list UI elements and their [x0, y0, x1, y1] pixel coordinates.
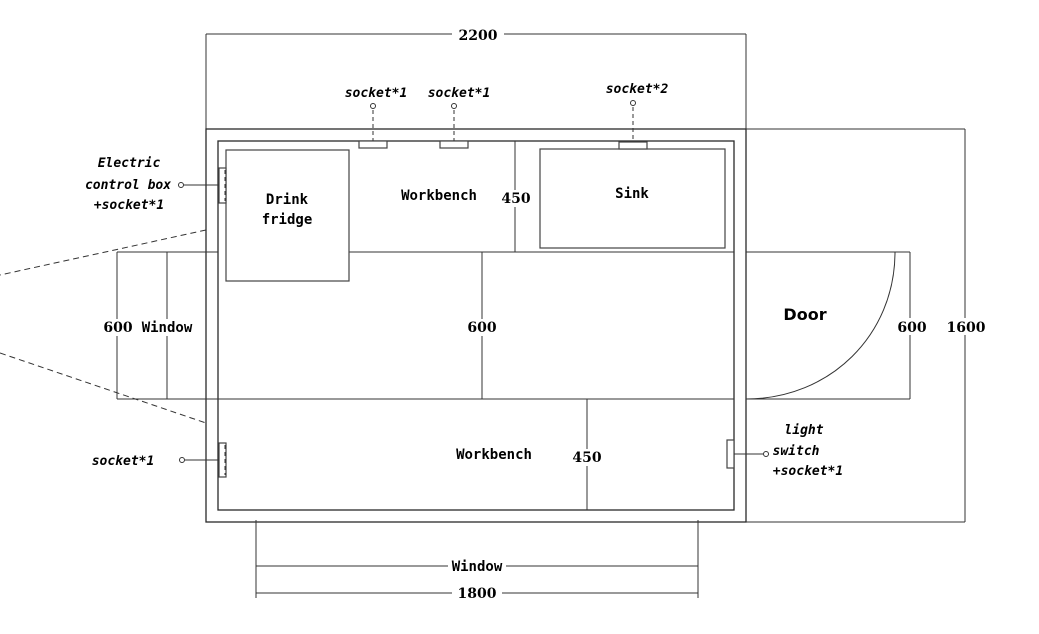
socket-marker-icon [370, 103, 376, 109]
sink: Sink [539, 148, 726, 249]
dimension-top-workbench: 450 [500, 141, 532, 252]
socket-marker-icon [451, 103, 457, 109]
switch-marker-icon [763, 451, 769, 457]
door-label: Door [783, 305, 826, 324]
dimension-overall-width: 2200 [205, 26, 747, 129]
dimension-aisle: 600 [467, 252, 499, 399]
socket-top-2-label: socket*1 [428, 86, 491, 101]
dimension-label-door-600: 600 [897, 320, 926, 336]
sink-label: Sink [615, 186, 649, 202]
light-switch-label-3: +socket*1 [773, 464, 843, 479]
dimension-label-aisle-600: 600 [467, 320, 496, 336]
socket-sink: socket*2 [606, 82, 669, 150]
workbench-bottom-label: Workbench [456, 447, 532, 463]
inner-wall [217, 140, 735, 511]
dimension-label-side-window-600: 600 [103, 320, 132, 336]
socket-top-1: socket*1 [345, 86, 408, 149]
bottom-window-dimensions: Window 1800 [255, 520, 699, 602]
light-switch: light switch +socket*1 [726, 423, 843, 479]
electric-box-label-3: +socket*1 [94, 198, 164, 213]
socket-marker-icon [179, 457, 185, 463]
dimension-label-2200: 2200 [459, 28, 498, 44]
drink-fridge: Drink fridge [225, 149, 350, 282]
dimension-bottom-workbench: 450 [571, 399, 603, 510]
socket-sink-label: socket*2 [606, 82, 669, 97]
window-view-dashed-upper [0, 229, 207, 276]
dimension-label-1800: 1800 [458, 586, 497, 602]
socket-left-label: socket*1 [92, 454, 155, 469]
side-window: 600 Window [0, 229, 207, 424]
drink-fridge-label-1: Drink [266, 192, 309, 208]
bottom-window-label: Window [452, 559, 503, 575]
window-view-dashed-lower [0, 352, 207, 424]
dimension-label-bottom-450: 450 [572, 450, 601, 466]
socket-marker-icon [178, 182, 184, 188]
electric-control-box: Electric control box +socket*1 [85, 156, 227, 213]
light-switch-label-1: light [784, 423, 823, 438]
electric-box-label-2: control box [85, 178, 171, 193]
side-window-label: Window [142, 320, 193, 336]
electric-box-label-1: Electric [98, 156, 161, 171]
workbench-top-label: Workbench [401, 188, 477, 204]
drink-fridge-label-2: fridge [262, 212, 313, 228]
socket-top-1-label: socket*1 [345, 86, 408, 101]
door-swing-arc [745, 251, 896, 400]
dimension-label-top-450: 450 [501, 191, 530, 207]
socket-top-2: socket*1 [428, 86, 491, 149]
socket-left: socket*1 [92, 442, 227, 478]
door-area: Door 600 1600 [745, 128, 987, 523]
outer-wall [205, 128, 747, 523]
socket-marker-icon [630, 100, 636, 106]
dimension-label-1600: 1600 [947, 320, 986, 336]
light-switch-label-2: switch [773, 444, 820, 459]
